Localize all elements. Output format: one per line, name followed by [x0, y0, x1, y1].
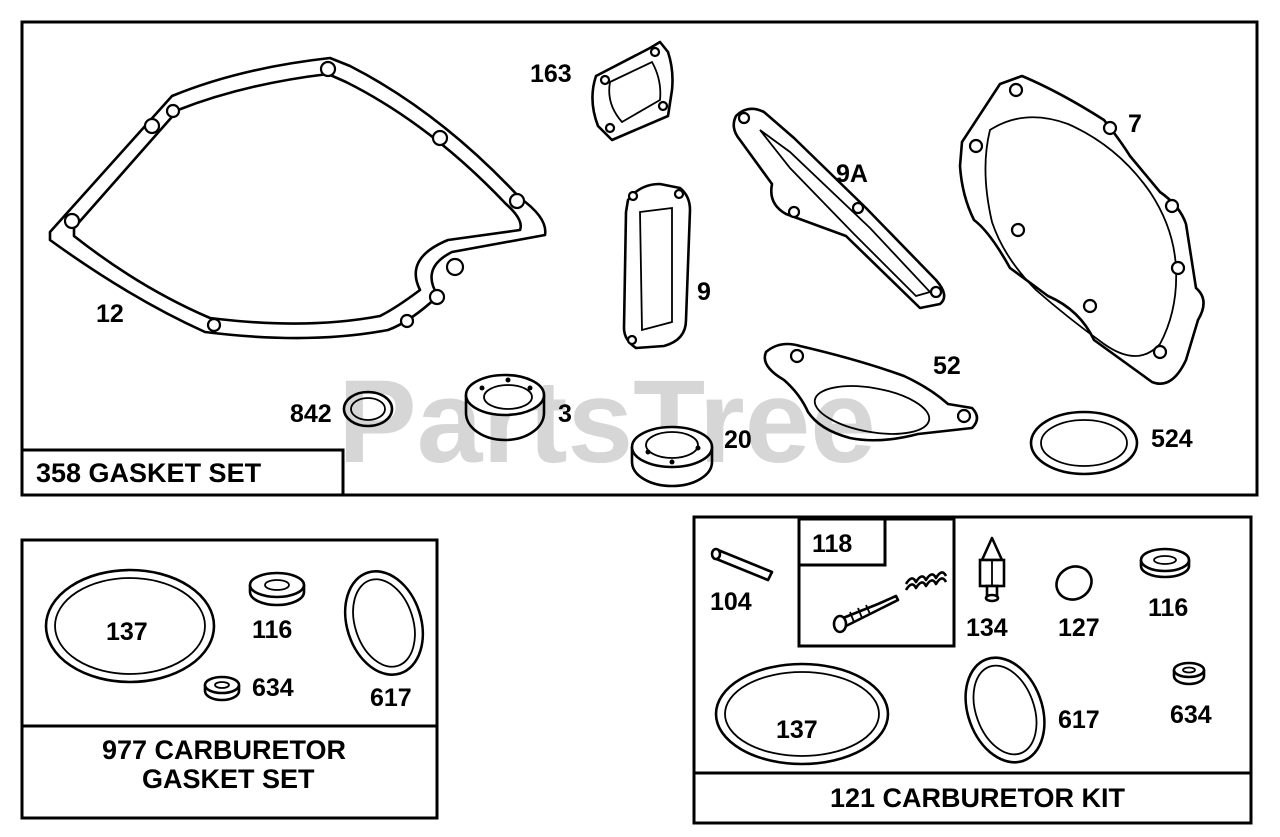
label-118: 118	[812, 530, 852, 558]
part-7-head-gasket[interactable]	[958, 74, 1205, 385]
part-634-washer[interactable]	[203, 675, 241, 702]
label-634-kit: 634	[1170, 701, 1212, 729]
part-9a-gasket[interactable]	[732, 107, 946, 310]
carb-kit-panel: 121 CARBURETOR KIT 118 104	[692, 515, 1253, 825]
sub-box-118	[797, 517, 956, 648]
part-617-kit-o-ring[interactable]	[952, 647, 1058, 774]
label-127-kit: 127	[1058, 614, 1100, 642]
label-20: 20	[724, 426, 752, 454]
label-617-kit: 617	[1058, 706, 1100, 734]
part-52-gasket[interactable]	[763, 342, 979, 442]
part-617-o-ring[interactable]	[332, 561, 435, 685]
carb-gasket-set-title-line2: GASKET SET	[142, 764, 315, 794]
part-137-kit-o-ring[interactable]	[714, 662, 890, 766]
carb-kit-frame	[692, 515, 1253, 825]
carb-gasket-set-title-line1: 977 CARBURETOR	[102, 735, 346, 765]
gasket-set-title: 358 GASKET SET	[36, 458, 262, 488]
label-137-kit: 137	[776, 716, 818, 744]
carb-kit-title: 121 CARBURETOR KIT	[830, 783, 1126, 813]
part-118-needle-assembly[interactable]: 118	[797, 517, 956, 648]
part-842-ring[interactable]	[342, 390, 394, 428]
carb-gasket-set-panel: 977 CARBURETOR GASKET SET 137 116 634 61…	[20, 538, 439, 820]
gasket-set-frame	[20, 20, 1259, 497]
part-524-o-ring[interactable]	[1029, 410, 1139, 476]
label-12: 12	[96, 300, 124, 328]
label-9a: 9A	[836, 160, 868, 188]
part-163-gasket[interactable]	[591, 40, 674, 142]
label-9: 9	[697, 278, 711, 306]
part-134-inlet-needle[interactable]	[978, 536, 1006, 603]
part-20-oil-seal[interactable]	[630, 425, 714, 488]
label-52: 52	[933, 352, 961, 380]
label-7: 7	[1128, 110, 1142, 138]
gasket-set-panel: 358 GASKET SET 12 163	[20, 20, 1259, 497]
part-9-gasket[interactable]	[622, 182, 692, 350]
label-617-carb-gasket: 617	[370, 684, 412, 712]
label-116-kit: 116	[1148, 594, 1188, 622]
watermark-text: PartsTree	[338, 356, 876, 488]
part-3-oil-seal[interactable]	[464, 373, 546, 442]
part-104-pin[interactable]	[710, 547, 774, 582]
part-116-kit-washer[interactable]	[1139, 547, 1191, 579]
carb-gasket-set-frame	[20, 538, 439, 820]
label-134: 134	[966, 614, 1008, 642]
label-842: 842	[290, 400, 332, 428]
label-104: 104	[710, 588, 752, 616]
label-116-carb-gasket: 116	[252, 616, 292, 644]
gasket-set-title-box	[22, 448, 345, 495]
label-137-carb-gasket: 137	[106, 618, 148, 646]
label-3: 3	[558, 400, 572, 428]
part-634-kit-washer[interactable]	[1172, 661, 1206, 686]
part-137-o-ring[interactable]	[44, 568, 216, 684]
label-634-carb-gasket: 634	[252, 674, 294, 702]
part-127-plug[interactable]	[1050, 560, 1097, 606]
part-12-crankcase-gasket[interactable]	[48, 56, 547, 340]
label-524: 524	[1151, 425, 1193, 453]
part-116-washer[interactable]	[248, 571, 306, 607]
label-163: 163	[530, 60, 572, 88]
